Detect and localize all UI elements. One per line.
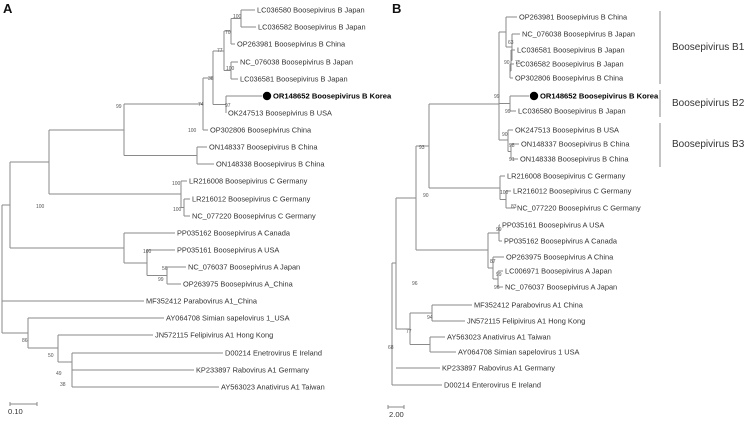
tree-b-support-value: 99	[496, 227, 502, 233]
tree-b-leaf-label: NC_077220 Boosepivirus C Germany	[517, 204, 641, 213]
tree-a-support-value: 38	[60, 382, 66, 388]
tree-a-support-value: 49	[56, 371, 62, 377]
tree-a-support-value: 70	[225, 30, 231, 36]
tree-a-leaf-label: LC036582 Boosepivirus B Japan	[258, 23, 366, 32]
tree-b-leaf-label: OP263975 Boosepivirus A China	[506, 253, 614, 262]
tree-a-scale-label: 0.10	[8, 407, 23, 416]
tree-b-leaf-label: MF352412 Parabovirus A1 China	[474, 301, 584, 310]
tree-b-support-value: 93	[419, 145, 425, 151]
tree-a-support-value: 56	[162, 266, 168, 272]
tree-a-leaf-label: AY563023 Anativirus A1 Taiwan	[221, 383, 325, 392]
tree-a-support-value: 100	[36, 204, 45, 210]
tree-b-support-value: 77	[406, 329, 412, 335]
tree-a-highlight-marker	[262, 91, 272, 101]
tree-b-scale-label: 2.00	[389, 410, 404, 419]
tree-b-leaf-label: AY064708 Simian sapelovirus 1 USA	[458, 348, 580, 357]
tree-b-leaf-label: JN572115 Felipivirus A1 Hong Kong	[467, 317, 585, 326]
tree-b-support-value: 99	[496, 272, 502, 278]
tree-a-leaf-label: KP233897 Rabovirus A1 Germany	[196, 366, 309, 375]
tree-a-leaf-label: ON148338 Boosepivirus B China	[216, 160, 325, 169]
tree-b-leaf-label: LC036580 Boosepivirus B Japan	[518, 107, 626, 116]
tree-a-support-value: 100	[172, 181, 181, 187]
tree-b-group-label: Boosepivirus B3	[672, 139, 744, 150]
tree-b-support-value: 90	[502, 132, 508, 138]
tree-b-support-value: 87	[490, 259, 496, 265]
panel-a-letter: A	[3, 1, 13, 16]
tree-a-support-value: 74	[198, 102, 204, 108]
tree-a-leaf-label: PP035162 Boosepivirus A Canada	[177, 229, 291, 238]
tree-a-leaf-label: LC036580 Boosepivirus B Japan	[257, 6, 365, 15]
tree-a-leaf-label: JN572115 Felipivirus A1 Hong Kong	[155, 331, 273, 340]
tree-b-leaf-label: NC_076037 Boosepivirus A Japan	[505, 283, 617, 292]
tree-a-support-value: 100	[226, 66, 235, 72]
tree-a-support-value: 100	[173, 207, 182, 213]
tree-b-leaf-label: OK247513 Boosepivirus B USA	[515, 126, 619, 135]
tree-b-support-value: 98	[509, 143, 515, 149]
tree-b-support-value: 100	[500, 190, 509, 196]
panel-b-letter: B	[392, 1, 402, 16]
tree-b-support-value: 63	[508, 40, 514, 46]
tree-b-leaf-label: OR148652 Boosepivirus B Korea	[540, 92, 659, 101]
tree-b-support-value: 75	[515, 60, 521, 66]
tree-b-leaf-label: LC036581 Boosepivirus B Japan	[517, 46, 625, 55]
tree-a-support-value: 86	[22, 338, 28, 344]
tree-b-leaf-label: LC036582 Boosepivirus B Japan	[516, 60, 624, 69]
tree-a-support-value: 100	[233, 14, 242, 20]
tree-a-support-value: 77	[217, 48, 223, 54]
tree-b-leaf-label: OP302806 Boosepivirus B China	[515, 74, 624, 83]
tree-b-support-value: 83	[511, 204, 517, 210]
tree-b-support-value: 99	[494, 94, 500, 100]
tree-a-leaf-label: LR216012 Boosepivirus C Germany	[192, 195, 311, 204]
tree-b-support-value: 94	[427, 315, 433, 321]
tree-a-leaf-label: NC_076037 Boosepivirus A Japan	[188, 263, 300, 272]
tree-a-support-value: 38	[208, 76, 214, 82]
tree-b-leaf-label: PP035162 Boosepivirus A Canada	[504, 237, 618, 246]
tree-a-support-value: 100	[143, 249, 152, 255]
tree-a-leaf-label: NC_076038 Boosepivirus B Japan	[240, 58, 353, 67]
tree-b-leaf-label: NC_076038 Boosepivirus B Japan	[522, 30, 635, 39]
tree-a-leaf-label: D00214 Enetrovirus E Ireland	[225, 349, 322, 358]
tree-a-leaf-label: MF352412 Parabovirus A1_China	[146, 297, 258, 306]
tree-a-support-value: 97	[225, 103, 231, 109]
tree-b-support-value: 96	[412, 281, 418, 287]
tree-b-leaf-label: KP233897 Rabovirus A1 Germany	[442, 364, 555, 373]
tree-b-leaf-label: LR216012 Boosepivirus C Germany	[513, 187, 632, 196]
tree-b-support-value: 90	[423, 193, 429, 199]
tree-a-leaf-label: LC036581 Boosepivirus B Japan	[240, 75, 348, 84]
tree-b-leaf-label: D00214 Enterovirus E Ireland	[444, 381, 541, 390]
tree-a-support-value: 100	[188, 128, 197, 134]
tree-a-leaf-label: OP263981 Boosepivirus B China	[237, 40, 346, 49]
tree-a-support-value: 99	[116, 104, 122, 110]
tree-a-leaf-label: LR216008 Boosepivirus C Germany	[189, 177, 308, 186]
tree-b-group-label: Boosepivirus B2	[672, 98, 744, 109]
tree-b-leaf-label: PP035161 Boosepivirus A USA	[502, 221, 604, 230]
tree-b-leaf-label: LR216008 Boosepivirus C Germany	[507, 172, 626, 181]
tree-b-support-value: 99	[505, 109, 511, 115]
tree-a-support-value: 99	[158, 277, 164, 283]
tree-a-leaf-label: OP302806 Boosepivirus China	[210, 126, 312, 135]
tree-b-leaf-label: OP263981 Boosepivirus B China	[519, 13, 628, 22]
tree-b-leaf-label: ON148337 Boosepivirus B China	[521, 140, 630, 149]
tree-a-leaf-label: OP263975 Boosepivirus A_China	[183, 280, 294, 289]
tree-a-support-value: 50	[48, 353, 54, 359]
tree-b-leaf-label: ON148338 Boosepivirus B China	[520, 155, 629, 164]
tree-b-support-value: 96	[494, 285, 500, 291]
tree-b-support-value: 68	[388, 345, 394, 351]
tree-b-support-value: 90	[504, 60, 510, 66]
tree-b-group-label: Boosepivirus B1	[672, 42, 744, 53]
tree-a-leaf-label: ON148337 Boosepivirus B China	[209, 143, 318, 152]
tree-a-leaf-label: NC_077220 Boosepivirus C Germany	[192, 212, 316, 221]
tree-a-leaf-label: OR148652 Boosepivirus B Korea	[273, 92, 392, 101]
tree-a-leaf-label: PP035161 Boosepivirus A USA	[177, 246, 279, 255]
tree-b-leaf-label: AY563023 Anativirus A1 Taiwan	[447, 333, 551, 342]
tree-a-leaf-label: AY064708 Simian sapelovirus 1_USA	[166, 314, 290, 323]
tree-a-leaf-label: OK247513 Boosepivirus B USA	[228, 109, 332, 118]
tree-b-leaf-label: LC006971 Boosepivirus A Japan	[505, 267, 612, 276]
tree-b-highlight-marker	[529, 91, 539, 101]
tree-b-support-value: 91	[509, 157, 515, 163]
